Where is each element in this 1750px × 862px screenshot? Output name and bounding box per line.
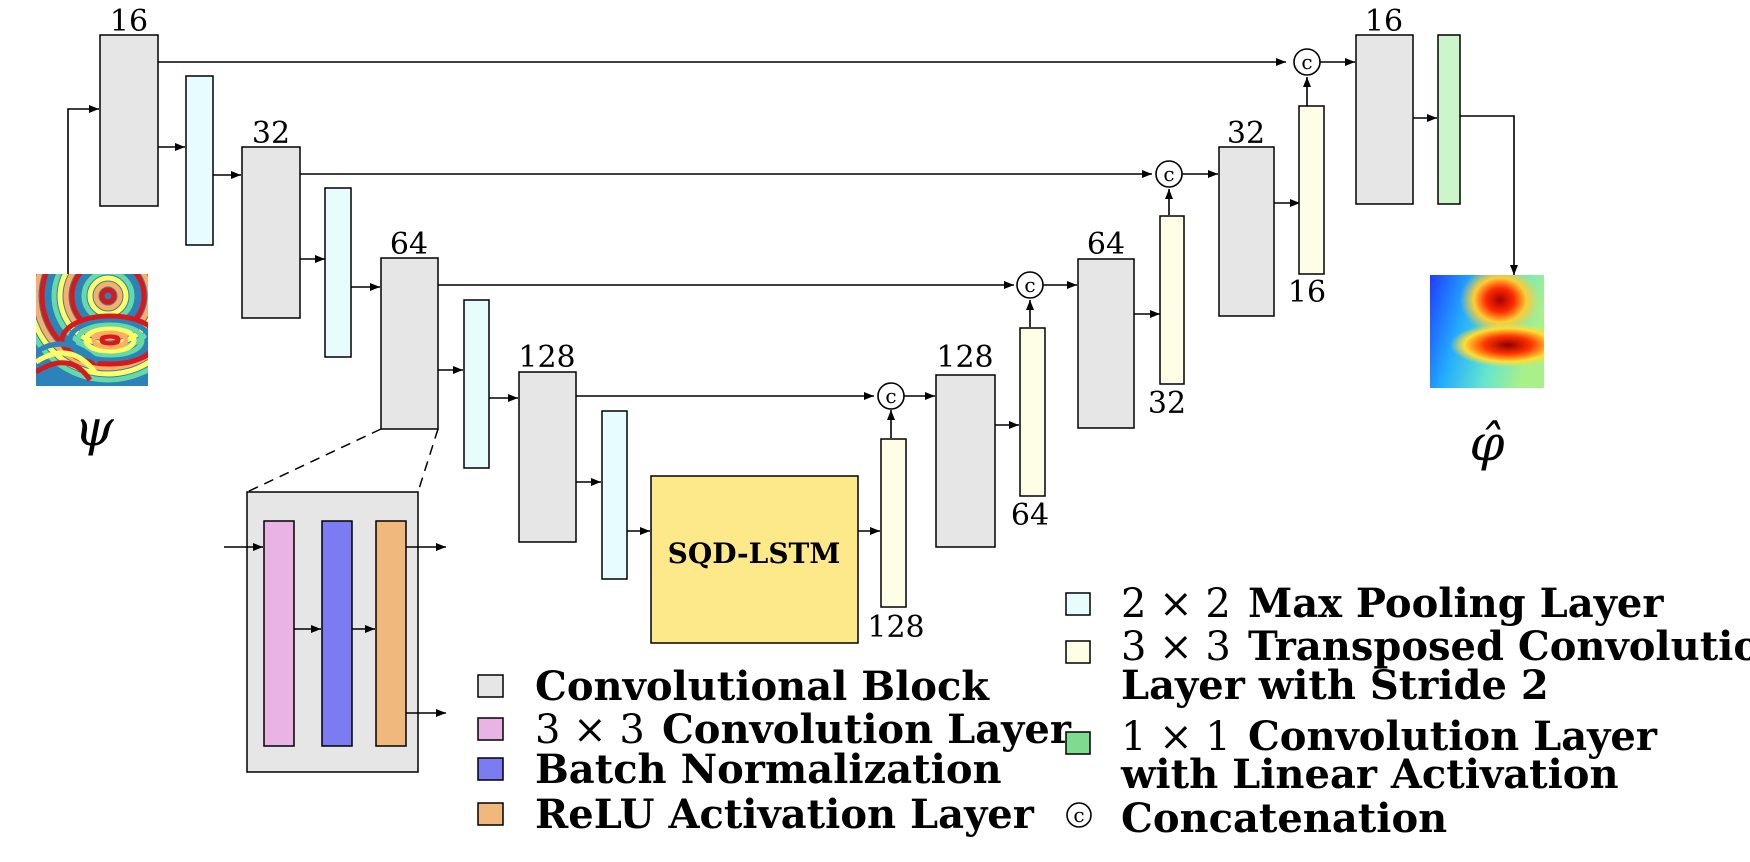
filter-label-dec3: 64 — [1087, 227, 1125, 262]
encoder — [99, 34, 628, 580]
filter-label-dec2: 32 — [1227, 116, 1265, 151]
legend-swatch-maxpool — [1065, 592, 1091, 616]
maxpool-2 — [324, 187, 352, 358]
input-image — [36, 274, 148, 386]
sqd-lstm-block — [650, 475, 859, 644]
concat-2-symbol: c — [1163, 162, 1174, 186]
filter-label-enc1: 16 — [110, 4, 148, 39]
concat-1-symbol: c — [1301, 50, 1312, 74]
legend-swatch-relu — [477, 802, 504, 826]
filter-label-up3: 64 — [1011, 498, 1049, 533]
filter-label-up1: 16 — [1288, 275, 1326, 310]
legend-conv1x1-line2: with Linear Activation — [1120, 751, 1619, 798]
legend-concat-icon — [1066, 802, 1092, 828]
legend-relu: ReLU Activation Layer — [535, 791, 1035, 838]
legend-batch-norm: Batch Normalization — [535, 746, 1002, 793]
legend-conv1x1-row: 1 × 1 Convolution Layer — [1121, 713, 1658, 760]
legend-transposed-line1: Transposed Convolution — [1248, 623, 1750, 670]
transposed-conv-1 — [1298, 105, 1325, 275]
filter-label-up4: 128 — [867, 610, 924, 645]
legend-concat: Concatenation — [1121, 795, 1447, 842]
encoder-connectors — [158, 143, 650, 535]
conv1x1-output — [1437, 34, 1461, 205]
legend-swatch-conv-layer — [477, 717, 504, 741]
input-arrow — [67, 105, 99, 274]
legend-maxpool-math: 2 × 2 — [1121, 581, 1231, 627]
conv-block-enc2 — [241, 146, 301, 319]
legend-swatch-transposed — [1065, 640, 1091, 664]
sqd-lstm-label: SQD-LSTM — [668, 537, 841, 570]
output-image — [1430, 275, 1544, 388]
skip-connections — [158, 58, 1286, 400]
detail-batch-norm — [321, 520, 353, 747]
concat-3-symbol: c — [1024, 273, 1035, 297]
conv-block-dec1 — [1355, 34, 1414, 205]
legend-swatch-conv-block — [477, 674, 504, 698]
legend-swatch-conv1x1 — [1065, 731, 1091, 755]
conv-block-dec2 — [1218, 146, 1275, 317]
legend-left: Convolutional Block 3 × 3 Convolution La… — [477, 663, 1072, 838]
conv-block-enc3 — [380, 257, 439, 430]
filter-label-enc2: 32 — [252, 116, 290, 151]
transposed-conv-3 — [1019, 327, 1046, 497]
filter-label-dec4: 128 — [936, 340, 993, 375]
legend-conv-layer-row: 3 × 3 Convolution Layer — [535, 706, 1072, 753]
concat-3 — [1016, 271, 1044, 299]
legend-transposed-math: 3 × 3 — [1121, 624, 1231, 670]
conv-block-enc1 — [99, 34, 159, 207]
concat-nodes: c c c c — [877, 48, 1321, 410]
filter-labels: 16 32 64 128 128 64 32 16 128 64 32 16 — [110, 4, 1403, 645]
maxpool-3 — [463, 299, 490, 469]
maxpool-4 — [601, 410, 628, 580]
concat-1 — [1293, 48, 1321, 76]
decoder — [880, 34, 1461, 608]
filter-label-up2: 32 — [1148, 386, 1186, 421]
legend-maxpool-row: 2 × 2 Max Pooling Layer — [1121, 580, 1664, 627]
legend-transposed-row: 3 × 3 Transposed Convolution — [1121, 623, 1750, 670]
legend-maxpool: Max Pooling Layer — [1248, 580, 1664, 627]
concat-2 — [1155, 160, 1183, 188]
legend-conv-block: Convolutional Block — [535, 663, 990, 710]
input-symbol: ψ — [74, 399, 114, 457]
decoder-connectors — [858, 58, 1518, 535]
conv-block-enc4 — [518, 371, 577, 543]
transposed-conv-4 — [880, 438, 907, 608]
legend-transposed-line2: Layer with Stride 2 — [1121, 662, 1549, 709]
legend-concat-symbol: c — [1073, 803, 1084, 827]
legend-conv1x1-math: 1 × 1 — [1121, 714, 1231, 760]
filter-label-enc4: 128 — [518, 340, 575, 375]
legend-conv1x1-line1: Convolution Layer — [1248, 713, 1658, 760]
legend-right: 2 × 2 Max Pooling Layer 3 × 3 Transposed… — [1065, 580, 1750, 842]
conv-block-dec4 — [935, 374, 996, 548]
concat-4 — [877, 382, 905, 410]
detail-conv-layer — [263, 520, 295, 747]
filter-label-enc3: 64 — [390, 227, 428, 262]
conv-block-detail — [224, 428, 446, 773]
legend-conv-layer-math: 3 × 3 — [535, 707, 645, 753]
maxpool-1 — [185, 75, 214, 246]
conv-block-dec3 — [1077, 258, 1135, 429]
concat-4-symbol: c — [885, 384, 896, 408]
legend-swatch-batch-norm — [477, 757, 504, 781]
output-symbol: φ̂ — [1469, 414, 1504, 472]
transposed-conv-2 — [1159, 215, 1185, 385]
legend-conv-layer: Convolution Layer — [662, 706, 1072, 753]
detail-relu — [375, 520, 407, 747]
filter-label-dec1: 16 — [1365, 4, 1403, 39]
